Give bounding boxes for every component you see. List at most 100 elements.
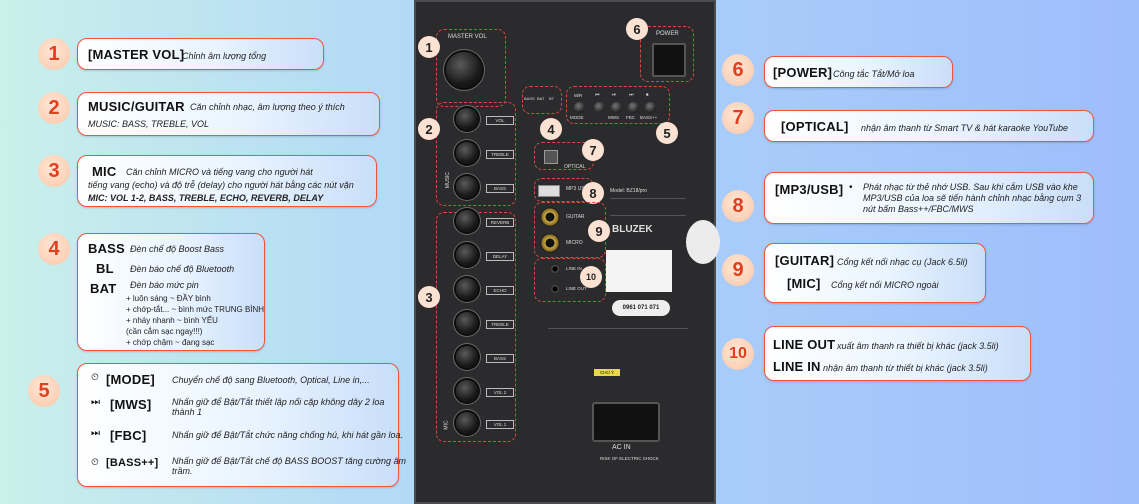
panel-power-label: POWER [656, 31, 679, 37]
mic-reverb-knob[interactable] [456, 210, 478, 232]
music-treble-knob[interactable] [456, 142, 478, 164]
fbc-desc: Nhấn giữ để Bật/Tắt chức năng chống hú, … [172, 430, 404, 440]
panel-badge-9: 9 [588, 220, 610, 242]
line-out-jack[interactable] [550, 284, 560, 294]
btn-label-mws: MWS [608, 115, 619, 120]
master-vol-knob[interactable] [446, 52, 482, 88]
mic-right-key: [MIC] [787, 276, 821, 291]
music-vol-label: VOL [486, 116, 514, 125]
hotline-badge: 0961 071 071 [612, 300, 670, 316]
music-zone [436, 102, 516, 206]
guitar-key: [GUITAR] [775, 253, 835, 268]
btn-label-stop: ⏹ [646, 92, 649, 98]
buttons-card: ⏲ [MODE] Chuyển chế độ sang Bluetooth, O… [77, 363, 406, 487]
power-key: [POWER] [773, 65, 833, 80]
master-vol-desc: Chỉnh âm lượng tổng [182, 51, 267, 61]
panel-badge-4: 4 [540, 118, 562, 140]
fbc-button[interactable] [628, 102, 639, 113]
badge-5: 5 [28, 375, 60, 407]
chuy-badge: CHÚ Ý [594, 369, 620, 376]
mic-echo-knob[interactable] [456, 278, 478, 300]
line-zone [534, 258, 606, 302]
bass-plus-button[interactable] [645, 102, 656, 113]
mic-vol2-label: VOL 2 [486, 388, 514, 397]
optical-label: OPTICAL [564, 164, 586, 170]
mp3usb-desc-3: nút bấm Bass++/FBC/MWS [863, 204, 974, 214]
mws-key: [MWS] [110, 397, 152, 412]
ac-in-label: AC IN [612, 444, 631, 451]
line-in-jack[interactable] [550, 264, 560, 274]
panel-master-vol-label: MASTER VOL [448, 34, 487, 40]
mic-echo-label: ECHO [486, 286, 514, 295]
mp3usb-label: MP3 USB [566, 186, 588, 192]
round-sticker [686, 220, 720, 264]
mode-desc: Chuyển chế độ sang Bluetooth, Optical, L… [172, 375, 370, 385]
power-card: [POWER] Công tắc Tắt/Mở loa [764, 56, 953, 88]
micro-label: MICRO [566, 240, 583, 246]
risk-label: RISK OF ELECTRIC SHOCK [600, 456, 659, 461]
mws-row-icon: ⏭ [91, 397, 100, 408]
fbc-row-icon: ⏭ [91, 428, 100, 439]
mic-zone [436, 212, 516, 442]
badge-7: 7 [722, 102, 754, 134]
led-bt-label: BT [549, 96, 555, 101]
mic-treble-label: TREBLE [486, 320, 514, 329]
mic-jack[interactable] [540, 233, 560, 253]
bl-desc: Đèn báo chế độ Bluetooth [130, 264, 235, 274]
panel-badge-3: 3 [418, 286, 440, 308]
mic-right-desc: Cổng kết nối MICRO ngoài [831, 280, 939, 290]
mp3usb-desc-2: MP3/USB của loa sẽ tiến hành chỉnh nhạc … [863, 193, 1082, 203]
bat-line-1: + luôn sáng ~ ĐẦY bình [126, 294, 211, 303]
music-bass-label: BASS [486, 184, 514, 193]
prev-button[interactable] [594, 102, 605, 113]
speaker-back-panel: 1 MASTER VOL 6 POWER BASS BAT BT 4 M/R ⏮… [414, 0, 720, 504]
mic-vol2-knob[interactable] [456, 380, 478, 402]
mws-desc: Nhấn giữ để Bật/Tắt thiết lập nối cặp kh… [172, 397, 385, 407]
line-out-label: LINE OUT [566, 286, 587, 291]
master-vol-zone [436, 29, 506, 107]
bat-line-5: + chớp chậm ~ đang sạc [126, 338, 215, 347]
mp3usb-key: [MP3/USB] [775, 182, 844, 197]
mic-bass-knob[interactable] [456, 346, 478, 368]
power-switch[interactable] [652, 43, 686, 77]
badge-4: 4 [38, 233, 70, 265]
mic-bass-label: BASS [486, 354, 514, 363]
mic-desc-1: Căn chỉnh MICRO và tiếng vang cho người … [126, 167, 313, 177]
optical-desc: nhận âm thanh từ Smart TV & hát karaoke … [861, 123, 1068, 133]
guitar-jack[interactable] [540, 207, 560, 227]
usb-port[interactable] [538, 185, 560, 197]
led-bass-label: BASS [524, 96, 535, 101]
mode-button[interactable] [574, 102, 585, 113]
warning-text-block [548, 328, 688, 369]
optical-key: [OPTICAL] [781, 119, 849, 134]
badge-2: 2 [38, 92, 70, 124]
mic-delay-label: DELAY [486, 252, 514, 261]
line-out-desc: xuất âm thanh ra thiết bị khác (jack 3.5… [837, 341, 999, 351]
music-guitar-desc: Căn chỉnh nhạc, âm lượng theo ý thích [190, 102, 345, 112]
guitar-mic-card: [GUITAR] Cổng kết nối nhạc cụ (Jack 6.5l… [764, 243, 986, 303]
btn-label-next: ⏭ [629, 92, 634, 98]
mic-vol1-knob[interactable] [456, 412, 478, 434]
ac-in-socket[interactable] [592, 402, 660, 442]
panel-badge-8: 8 [582, 182, 604, 204]
music-guitar-card: MUSIC/GUITAR Căn chỉnh nhạc, âm lượng th… [77, 92, 380, 136]
btn-label-play: ⏯ [612, 92, 617, 98]
btn-label-mode: MODE [570, 115, 584, 120]
fbc-key: [FBC] [110, 428, 147, 443]
music-guitar-sub: MUSIC: BASS, TREBLE, VOL [88, 119, 210, 129]
music-vol-knob[interactable] [456, 108, 478, 130]
mic-treble-knob[interactable] [456, 312, 478, 334]
music-bass-knob[interactable] [456, 176, 478, 198]
mws-button[interactable] [611, 102, 622, 113]
led-bat-label: BAT [537, 96, 545, 101]
optical-port[interactable] [544, 150, 558, 164]
guitar-desc: Cổng kết nối nhạc cụ (Jack 6.5li) [837, 257, 968, 267]
badge-8: 8 [722, 190, 754, 222]
panel-badge-7: 7 [582, 139, 604, 161]
mic-delay-knob[interactable] [456, 244, 478, 266]
music-treble-label: TREBLE [486, 150, 514, 159]
bat-line-4: (cần cắm sạc ngay!!!) [126, 327, 203, 336]
hotline-label: 0961 071 071 [622, 305, 660, 311]
btn-label-bass-plus: BASS++ [640, 115, 658, 120]
mic-card: MIC Căn chỉnh MICRO và tiếng vang cho ng… [77, 155, 377, 207]
